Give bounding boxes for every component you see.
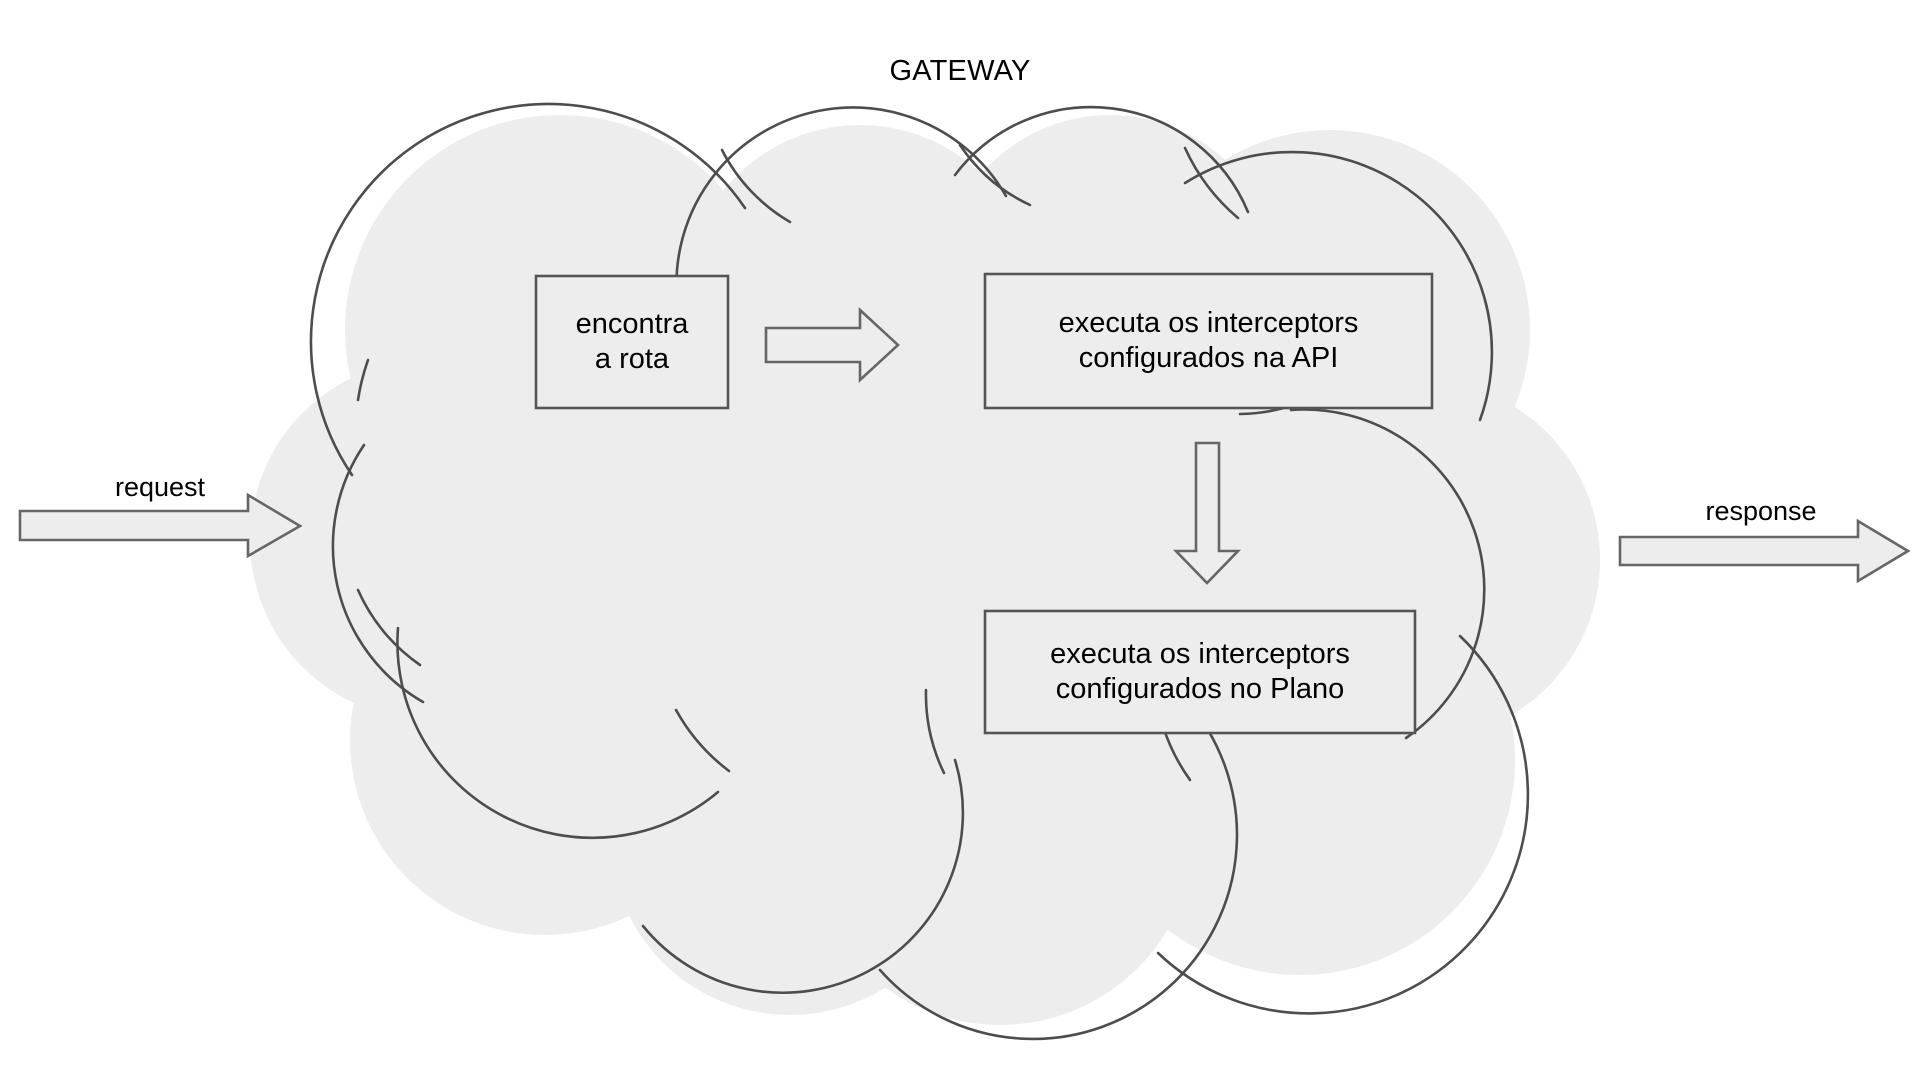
page-title: GATEWAY <box>889 55 1031 87</box>
node-label-find-route-line-1: encontra <box>575 308 689 341</box>
node-label-plan-interceptors-line-1: executa os interceptors <box>1050 638 1350 671</box>
response-label: response <box>1705 496 1817 526</box>
cloud-outline <box>309 102 1530 1041</box>
node-box-api-interceptors[interactable] <box>983 272 1434 410</box>
node-box-find-route[interactable] <box>534 274 730 410</box>
gateway-cloud-shape <box>250 102 1600 1041</box>
arrow-response <box>1618 518 1911 584</box>
node-label-find-route-line-2: a rota <box>594 343 670 375</box>
node-label-plan-interceptors: executa os interceptors configurados no … <box>987 612 1413 732</box>
node-label-api-interceptors-line-1: executa os interceptors <box>1058 307 1359 340</box>
node-boxes <box>534 272 1434 735</box>
arrow-api-to-plan <box>1172 441 1242 585</box>
cloud-fill <box>250 115 1600 1025</box>
node-label-find-route: encontra a rota <box>537 277 727 407</box>
node-label-api-interceptors: executa os interceptors configurados na … <box>987 275 1430 407</box>
node-label-api-interceptors-line-2: configurados na API <box>1078 342 1339 374</box>
arrow-request <box>18 492 303 559</box>
request-label: request <box>114 472 206 502</box>
arrow-route-to-api <box>764 307 900 383</box>
node-box-plan-interceptors[interactable] <box>983 609 1417 735</box>
node-label-plan-interceptors-line-2: configurados no Plano <box>1055 673 1345 705</box>
